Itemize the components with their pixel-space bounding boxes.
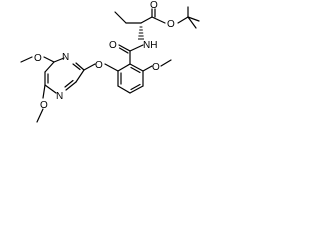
atom-label-o-ether: O <box>95 60 103 71</box>
ether-link <box>83 63 119 72</box>
atom-label-o-methoxy-top: O <box>34 53 42 64</box>
atom-label-nh: NH <box>143 40 157 51</box>
structure-diagram: O O NH O O O <box>20 0 200 123</box>
atom-label-n-upper: N <box>62 52 69 63</box>
stereo-hash-bond <box>138 26 144 40</box>
tert-butyl-group <box>187 6 200 29</box>
methoxy-bottom <box>36 84 46 123</box>
atom-label-n-lower: N <box>56 91 63 102</box>
methoxy-benzene <box>142 59 172 72</box>
atom-label-o-methoxy-bottom: O <box>40 100 48 111</box>
ester-bonds <box>140 8 189 24</box>
benzene-ring <box>117 63 144 94</box>
pyrimidine-ring <box>44 57 85 94</box>
atom-label-o-methoxy-benzene: O <box>152 62 160 73</box>
amide-bonds <box>118 44 144 65</box>
ethyl-group <box>114 11 142 24</box>
atom-label-o-amide: O <box>109 40 117 51</box>
atom-label-o-ester-carbonyl: O <box>150 0 158 11</box>
atom-label-o-ester: O <box>167 19 175 30</box>
methoxy-top <box>20 56 55 63</box>
